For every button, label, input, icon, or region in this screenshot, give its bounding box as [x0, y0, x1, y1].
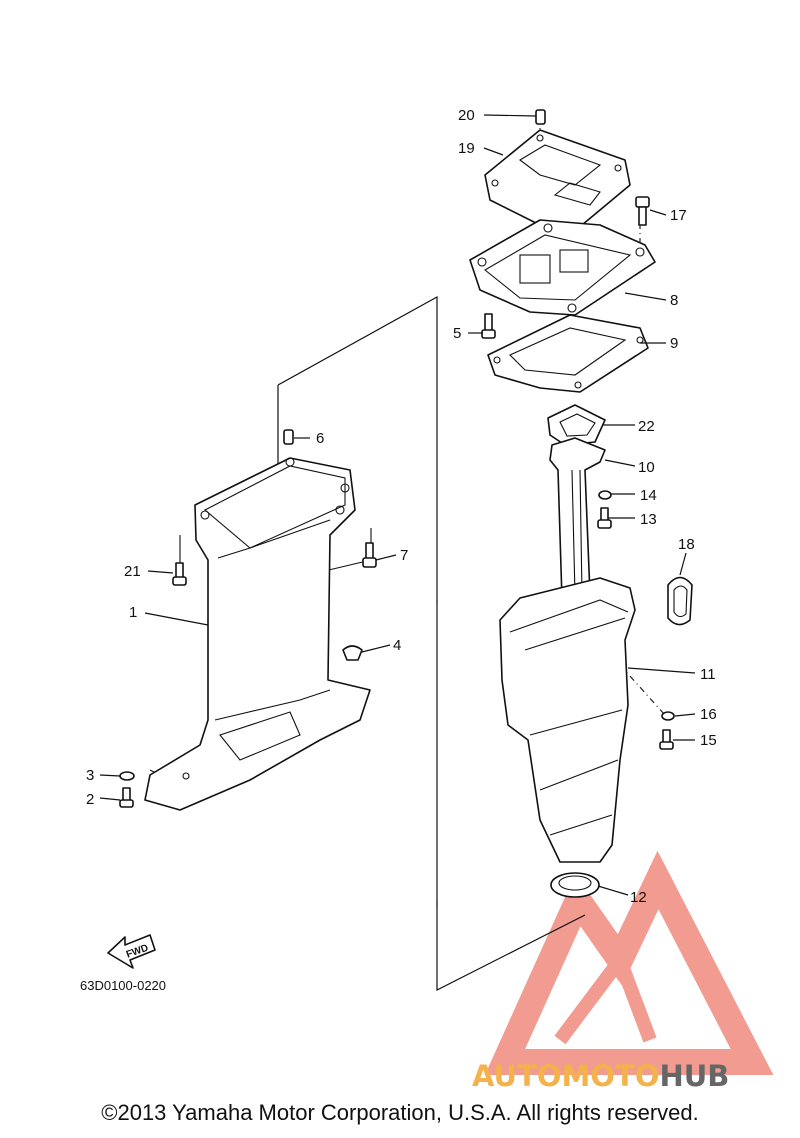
part-13-bolt [597, 507, 612, 529]
callout-21: 21 [124, 563, 141, 580]
callout-7: 7 [400, 547, 408, 564]
callout-10: 10 [638, 459, 655, 476]
callout-4: 4 [393, 637, 401, 654]
part-1-upper-casing [144, 457, 371, 811]
part-18-grommet [667, 576, 693, 626]
fwd-arrow-icon: FWD [107, 934, 156, 969]
figure-code: 63D0100-0220 [80, 978, 166, 993]
callout-16: 16 [700, 706, 717, 723]
callout-22: 22 [638, 418, 655, 435]
callout-leaders [99, 114, 696, 896]
callout-11: 11 [700, 666, 716, 683]
callout-9: 9 [670, 335, 678, 352]
part-20-dowel-pin [535, 109, 546, 125]
part-12-seal [550, 872, 600, 898]
part-22-gasket [547, 404, 606, 446]
svg-text:AUTOMOTOHUB: AUTOMOTOHUB [472, 1059, 729, 1093]
part-7-bolt [362, 542, 377, 568]
watermark-logo [484, 850, 774, 1075]
part-4-plug [342, 645, 363, 661]
part-10-exhaust-pipe [549, 437, 606, 601]
watermark-brand-2: HUB [659, 1059, 729, 1093]
part-16-washer [661, 711, 675, 721]
callout-2: 2 [86, 791, 94, 808]
callout-labels: 1 2 3 4 5 6 7 8 9 10 11 12 13 14 15 16 1… [86, 107, 717, 906]
part-17-bolt [635, 196, 650, 226]
callout-1: 1 [129, 604, 137, 621]
part-6-dowel-pin [283, 429, 294, 445]
callout-5: 5 [453, 325, 461, 342]
part-2-bolt [119, 787, 134, 808]
callout-19: 19 [458, 140, 475, 157]
part-15-bolt [659, 729, 674, 750]
part-8-upper-plate [469, 219, 656, 316]
callout-17: 17 [670, 207, 687, 224]
part-11-muffler [499, 577, 636, 863]
callout-18: 18 [678, 536, 695, 553]
callout-12: 12 [630, 889, 647, 906]
watermark-brand-1: AUTOMOTO [472, 1059, 659, 1093]
part-21-bolt [172, 562, 187, 586]
callout-20: 20 [458, 107, 475, 124]
part-5-bolt [481, 313, 496, 339]
callout-15: 15 [700, 732, 717, 749]
copyright-notice: ©2013 Yamaha Motor Corporation, U.S.A. A… [101, 1100, 699, 1125]
part-19-gasket [484, 129, 631, 236]
callout-6: 6 [316, 430, 324, 447]
part-3-washer [119, 771, 135, 781]
callout-13: 13 [640, 511, 657, 528]
callout-3: 3 [86, 767, 94, 784]
part-9-gasket [487, 314, 649, 393]
callout-8: 8 [670, 292, 678, 309]
part-14-washer [598, 490, 612, 500]
callout-14: 14 [640, 487, 657, 504]
watermark-text: AUTOMOTOHUB [472, 1059, 729, 1093]
